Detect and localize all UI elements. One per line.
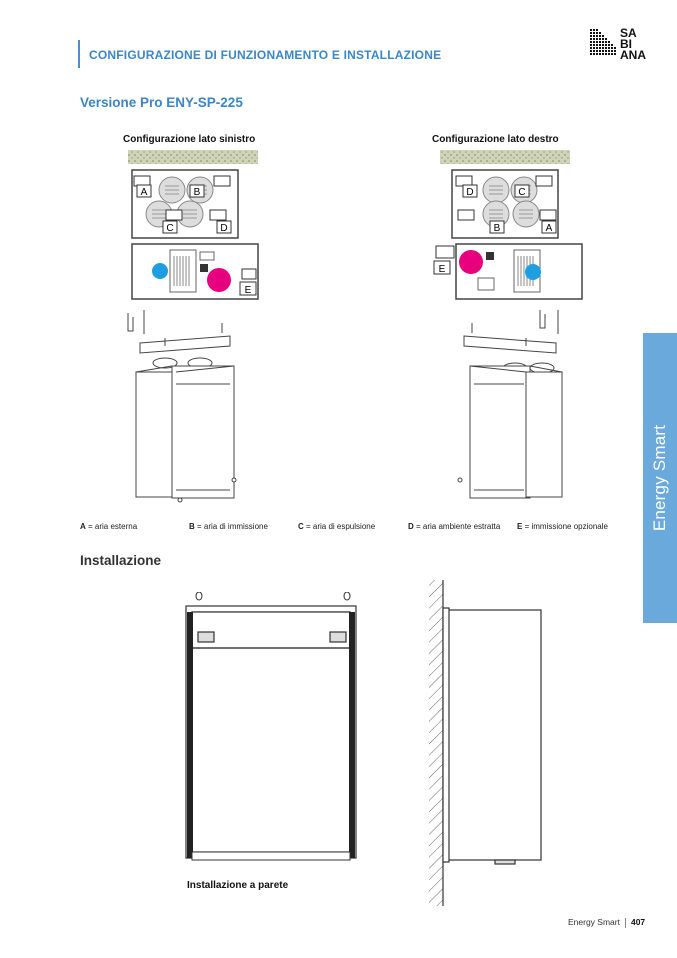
port-letter-c: C — [166, 223, 173, 234]
wall-installation-side-view — [429, 580, 542, 906]
port-letter-a: A — [546, 223, 553, 234]
svg-text:ANA: ANA — [620, 48, 646, 61]
wall-installation-front-view — [185, 592, 357, 861]
port-letter-d: D — [220, 223, 227, 234]
wall-hatch — [429, 580, 443, 906]
wall-bracket — [539, 310, 559, 334]
right-configuration-diagram: D C B A E — [433, 150, 583, 499]
unit-body — [135, 323, 237, 503]
svg-text:SA: SA — [620, 26, 637, 40]
unit-side-profile — [442, 607, 542, 865]
port-letter-d: D — [466, 187, 473, 198]
page-header-title: CONFIGURAZIONE DI FUNZIONAMENTO E INSTAL… — [89, 48, 442, 62]
blue-port-marker — [152, 263, 168, 279]
config-left-label: Configurazione lato sinistro — [123, 134, 256, 145]
house-icon-c — [165, 209, 183, 221]
unit-body — [457, 323, 563, 499]
port-letter-b: B — [494, 223, 501, 234]
wall-bracket — [127, 310, 145, 334]
page-number: 407 — [630, 917, 646, 927]
side-tab-label: Energy Smart — [650, 424, 669, 532]
port-letter-b: B — [194, 187, 201, 198]
port-letter-c: C — [518, 187, 525, 198]
blue-port-marker — [525, 264, 541, 280]
house-icon-e — [241, 268, 257, 280]
section-side-tab: Energy Smart — [643, 333, 677, 623]
house-icon-b — [213, 175, 231, 187]
page-footer: Energy Smart 407 — [568, 917, 645, 928]
svg-text:BI: BI — [620, 37, 632, 51]
footer-label: Energy Smart — [568, 917, 620, 927]
legend-item-c: C = aria di espulsione — [298, 522, 376, 531]
port-e-magenta — [207, 268, 231, 292]
config-right-label: Configurazione lato destro — [432, 134, 559, 145]
ceiling-strip — [128, 150, 258, 164]
house-icon-d — [209, 209, 227, 221]
port-letter-e: E — [439, 264, 446, 275]
model-subtitle: Versione Pro ENY-SP-225 — [80, 95, 243, 110]
ceiling-strip — [440, 150, 570, 164]
port-letter-a: A — [141, 187, 148, 198]
legend-item-a: A = aria esterna — [80, 522, 138, 531]
legend-item-b: B = aria di immissione — [189, 522, 268, 531]
port-e-magenta — [459, 250, 483, 274]
installation-caption: Installazione a parete — [187, 880, 289, 891]
brand-logo: SA BI ANA — [590, 25, 648, 62]
legend-item-d: D = aria ambiente estratta — [408, 522, 501, 531]
legend-item-e: E = immissione opzionale — [517, 522, 608, 531]
left-configuration-diagram: A B C D E — [127, 150, 259, 503]
port-letter-e: E — [245, 285, 252, 296]
installation-heading: Installazione — [80, 553, 162, 568]
header-accent-bar — [78, 40, 80, 68]
